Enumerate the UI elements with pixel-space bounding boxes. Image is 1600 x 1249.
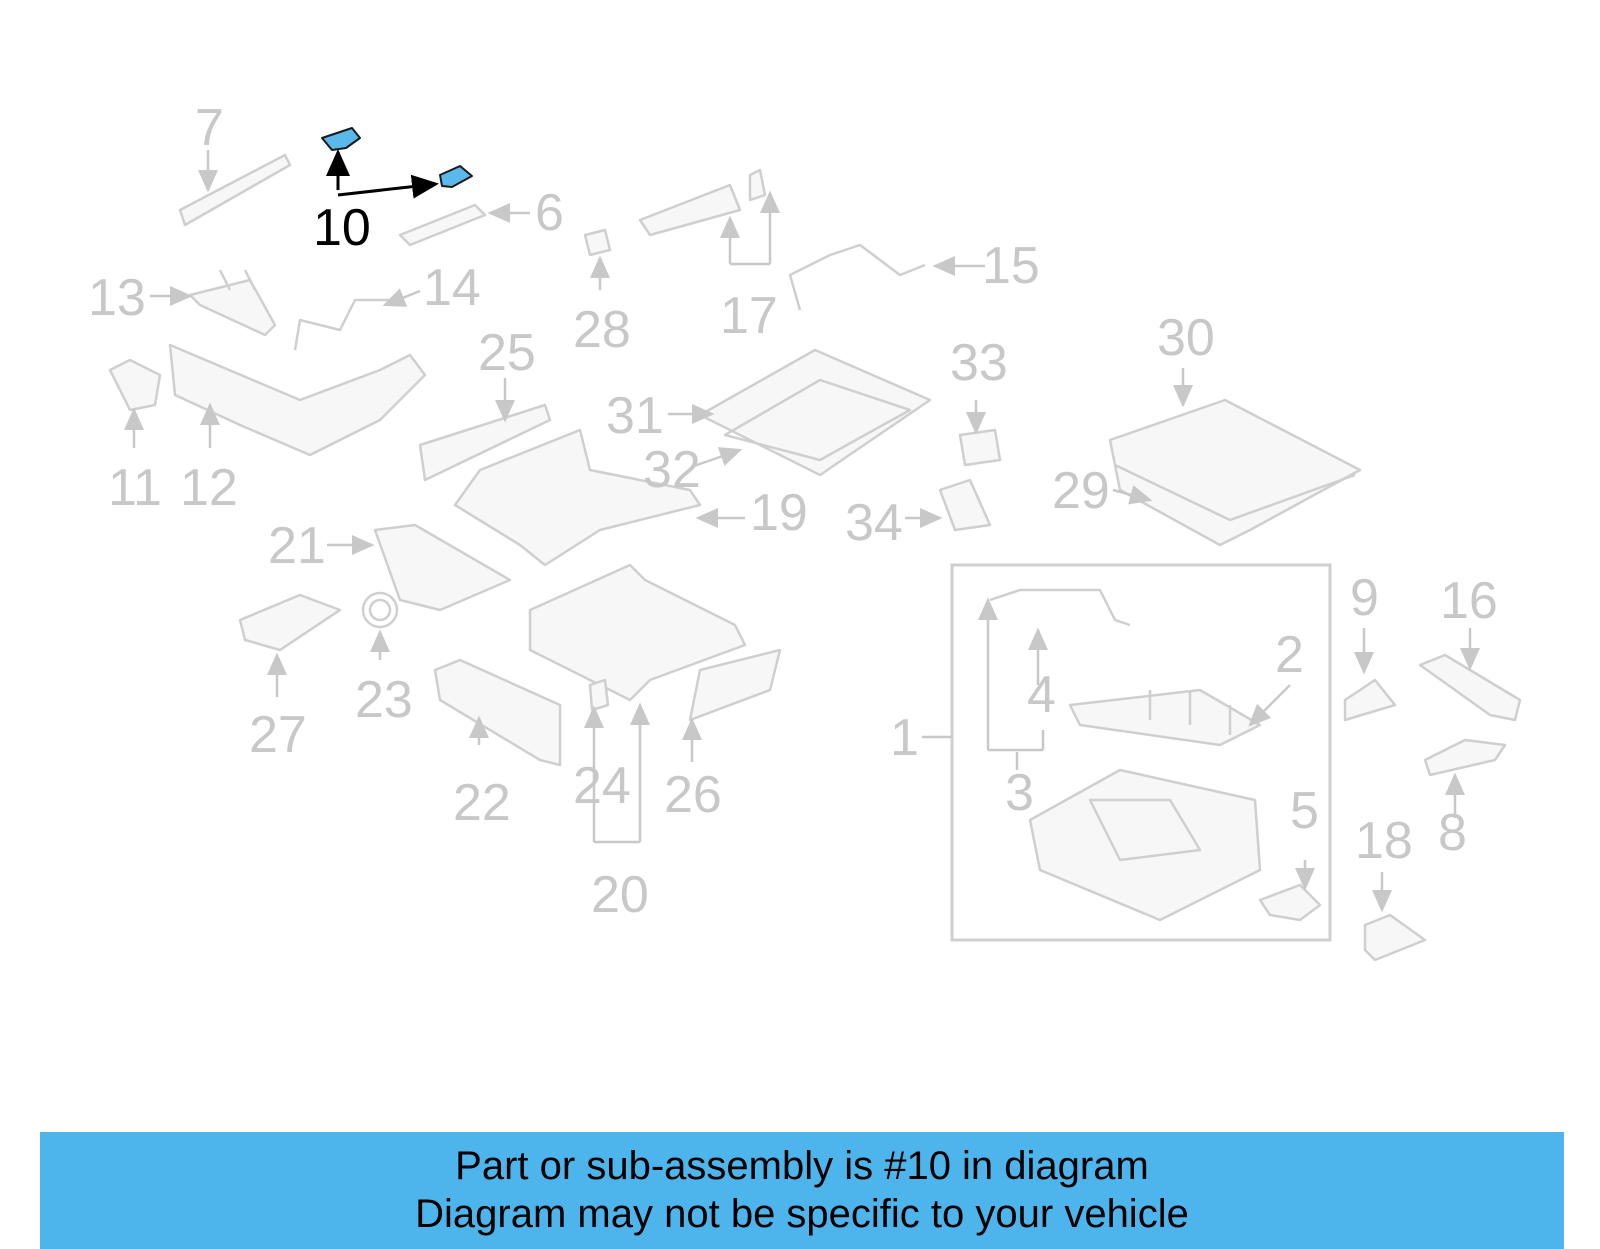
label-29: 29 [1052,462,1110,520]
label-10: 10 [313,199,371,257]
label-4: 4 [1027,666,1056,724]
label-6: 6 [535,184,564,242]
label-3: 3 [1005,764,1034,822]
callout-labels: 7 10 6 13 14 11 12 28 17 15 25 31 32 19 … [88,99,1498,924]
label-8: 8 [1438,804,1467,862]
label-2: 2 [1275,626,1304,684]
label-23: 23 [355,671,413,729]
highlighted-part-10 [321,127,473,199]
label-19: 19 [750,484,808,542]
label-14: 14 [423,259,481,317]
label-25: 25 [478,324,536,382]
label-27: 27 [249,706,307,764]
label-32: 32 [643,441,701,499]
part-drawings [108,153,1522,962]
banner-line-1: Part or sub-assembly is #10 in diagram [455,1144,1149,1188]
label-33: 33 [950,334,1008,392]
label-28: 28 [573,301,631,359]
label-12: 12 [180,459,238,517]
label-31: 31 [606,387,664,445]
label-34: 34 [845,494,903,552]
label-24: 24 [573,757,631,815]
label-9: 9 [1350,569,1379,627]
label-7: 7 [195,99,224,157]
banner-line-2: Diagram may not be specific to your vehi… [415,1192,1189,1236]
label-21: 21 [268,517,326,575]
label-18: 18 [1355,812,1413,870]
label-22: 22 [453,774,511,832]
label-30: 30 [1157,309,1215,367]
label-11: 11 [108,459,162,517]
label-17: 17 [720,287,778,345]
label-5: 5 [1290,782,1319,840]
label-15: 15 [982,237,1040,295]
label-26: 26 [664,766,722,824]
label-1: 1 [890,709,919,767]
label-16: 16 [1440,572,1498,630]
label-13: 13 [88,269,146,327]
label-20: 20 [591,866,649,924]
info-banner: Part or sub-assembly is #10 in diagram D… [40,1132,1564,1249]
leader-lines [124,150,1480,913]
